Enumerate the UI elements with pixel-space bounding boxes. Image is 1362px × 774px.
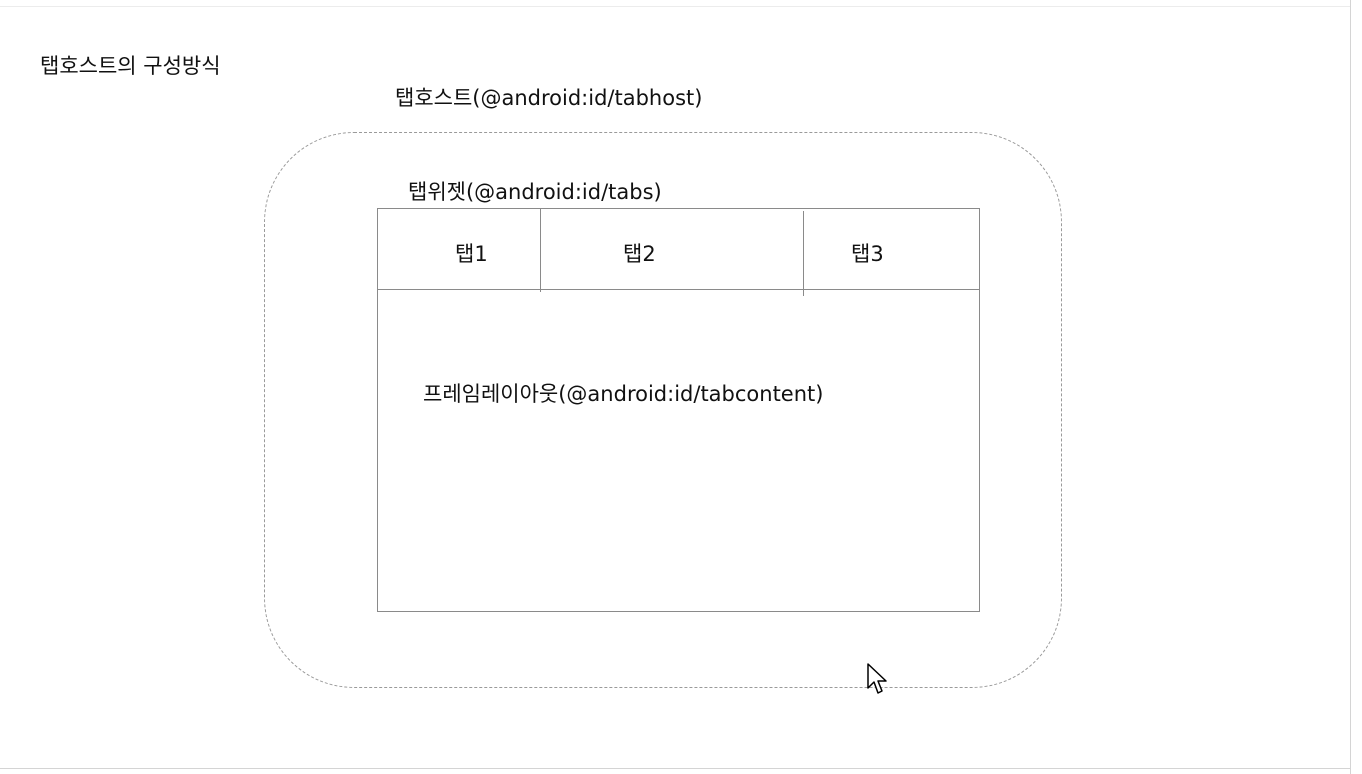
tabhost-label: 탭호스트(@android:id/tabhost) xyxy=(395,86,703,110)
tab-row-separator xyxy=(377,289,980,290)
tab-divider-2 xyxy=(803,211,804,296)
tab-1: 탭1 xyxy=(455,242,488,266)
framelayout-label: 프레임레이아웃(@android:id/tabcontent) xyxy=(423,382,824,406)
tab-3: 탭3 xyxy=(851,242,884,266)
tab-2: 탭2 xyxy=(623,242,656,266)
mouse-pointer-icon xyxy=(867,663,887,694)
frame-bottom-edge xyxy=(0,768,1351,769)
tabwidget-box xyxy=(377,208,980,612)
frame-right-edge xyxy=(1350,0,1351,774)
tab-divider-1 xyxy=(540,209,541,292)
diagram-title: 탭호스트의 구성방식 xyxy=(40,54,221,78)
frame-top-edge xyxy=(0,6,1351,7)
tabhost-dashed-box xyxy=(264,132,1062,688)
tabwidget-label: 탭위젯(@android:id/tabs) xyxy=(408,180,662,204)
